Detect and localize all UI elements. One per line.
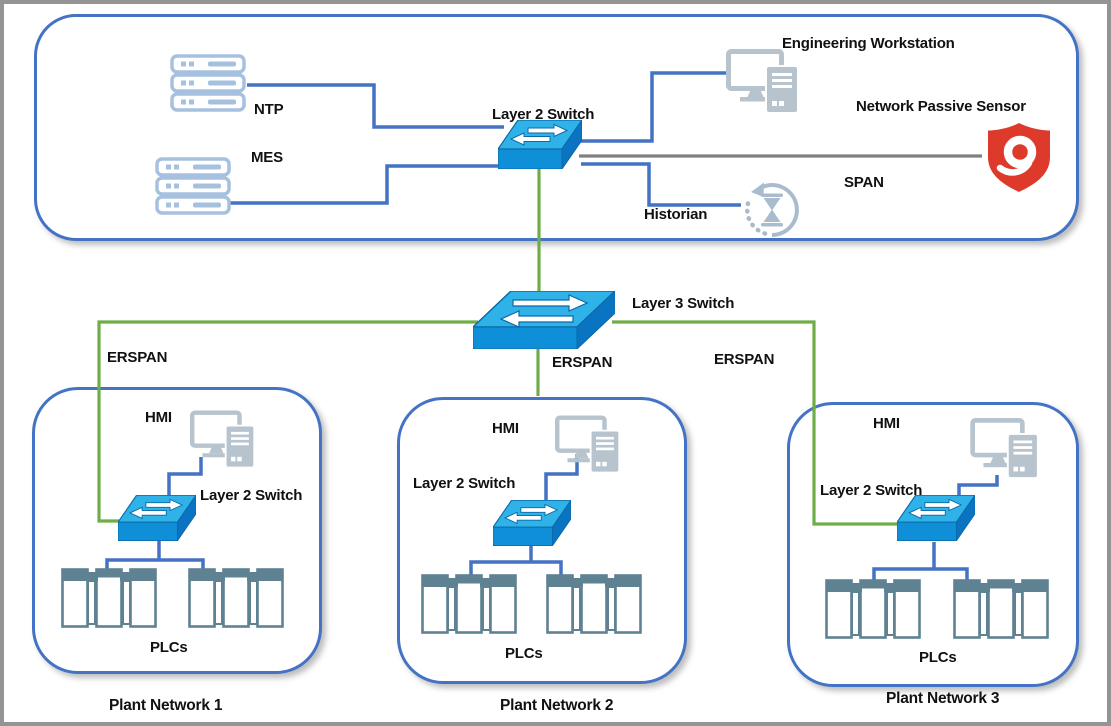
pn2-name-label: Plant Network 2 bbox=[500, 697, 614, 714]
pn2-switch-label: Layer 2 Switch bbox=[413, 475, 516, 492]
pn3-name-label: Plant Network 3 bbox=[886, 690, 1000, 707]
historian-icon bbox=[740, 176, 804, 240]
wire-switch-to-workstation bbox=[579, 71, 730, 143]
span-label: SPAN bbox=[844, 174, 884, 191]
pn1-switch-label: Layer 2 Switch bbox=[200, 487, 303, 504]
wire-pn2-hmi-to-switch bbox=[544, 454, 579, 502]
pn2-hmi-icon bbox=[555, 415, 621, 473]
pn2-hmi-label: HMI bbox=[492, 420, 519, 437]
layer2-switch-icon bbox=[498, 120, 582, 169]
network-passive-sensor-label: Network Passive Sensor bbox=[856, 98, 1026, 115]
ntp-label: NTP bbox=[254, 101, 284, 118]
wire-switch-to-historian bbox=[581, 162, 741, 207]
engineering-workstation-label: Engineering Workstation bbox=[782, 35, 955, 52]
mes-server-icon bbox=[155, 157, 231, 215]
pn1-hmi-icon bbox=[190, 410, 256, 468]
pn1-plc-cluster-icon bbox=[188, 568, 284, 628]
pn3-hmi-label: HMI bbox=[873, 415, 900, 432]
layer2-switch-label: Layer 2 Switch bbox=[492, 106, 595, 123]
engineering-workstation-icon bbox=[726, 49, 800, 113]
pn3-switch-label: Layer 2 Switch bbox=[820, 482, 923, 499]
historian-label: Historian bbox=[644, 206, 708, 223]
connection-wires bbox=[97, 71, 999, 581]
pn1-layer2-switch-icon bbox=[118, 495, 196, 541]
wire-erspan-right bbox=[612, 320, 901, 526]
pn3-hmi-icon bbox=[970, 418, 1040, 478]
erspan-right-label: ERSPAN bbox=[714, 351, 775, 368]
pn3-plc-cluster-icon bbox=[953, 579, 1049, 639]
mes-label: MES bbox=[251, 149, 283, 166]
wire-erspan-left bbox=[97, 320, 478, 523]
wire-ntp-to-switch bbox=[247, 83, 504, 129]
layer3-switch-label: Layer 3 Switch bbox=[632, 295, 735, 312]
qualys-sensor-icon bbox=[987, 123, 1051, 193]
pn3-plc-cluster-icon bbox=[825, 579, 921, 639]
pn1-plc-cluster-icon bbox=[61, 568, 157, 628]
pn2-plc-cluster-icon bbox=[546, 574, 642, 634]
wire-pn1-hmi-to-switch bbox=[167, 457, 203, 497]
wire-pn2-plc-fork bbox=[469, 560, 563, 576]
pn3-layer2-switch-icon bbox=[897, 495, 975, 541]
pn2-plcs-label: PLCs bbox=[505, 645, 543, 662]
erspan-center-label: ERSPAN bbox=[552, 354, 613, 371]
wire-pn3-hmi-to-switch bbox=[957, 475, 999, 499]
layer3-switch-icon bbox=[473, 291, 615, 349]
pn1-plcs-label: PLCs bbox=[150, 639, 188, 656]
pn3-plcs-label: PLCs bbox=[919, 649, 957, 666]
pn1-hmi-label: HMI bbox=[145, 409, 172, 426]
pn1-name-label: Plant Network 1 bbox=[109, 697, 223, 714]
erspan-left-label: ERSPAN bbox=[107, 349, 168, 366]
pn2-layer2-switch-icon bbox=[493, 500, 571, 546]
pn2-plc-cluster-icon bbox=[421, 574, 517, 634]
wire-mes-to-switch bbox=[227, 164, 507, 205]
ntp-server-icon bbox=[170, 54, 246, 112]
wire-pn3-plc-fork bbox=[872, 567, 969, 581]
wire-pn1-plc-fork bbox=[105, 558, 205, 571]
